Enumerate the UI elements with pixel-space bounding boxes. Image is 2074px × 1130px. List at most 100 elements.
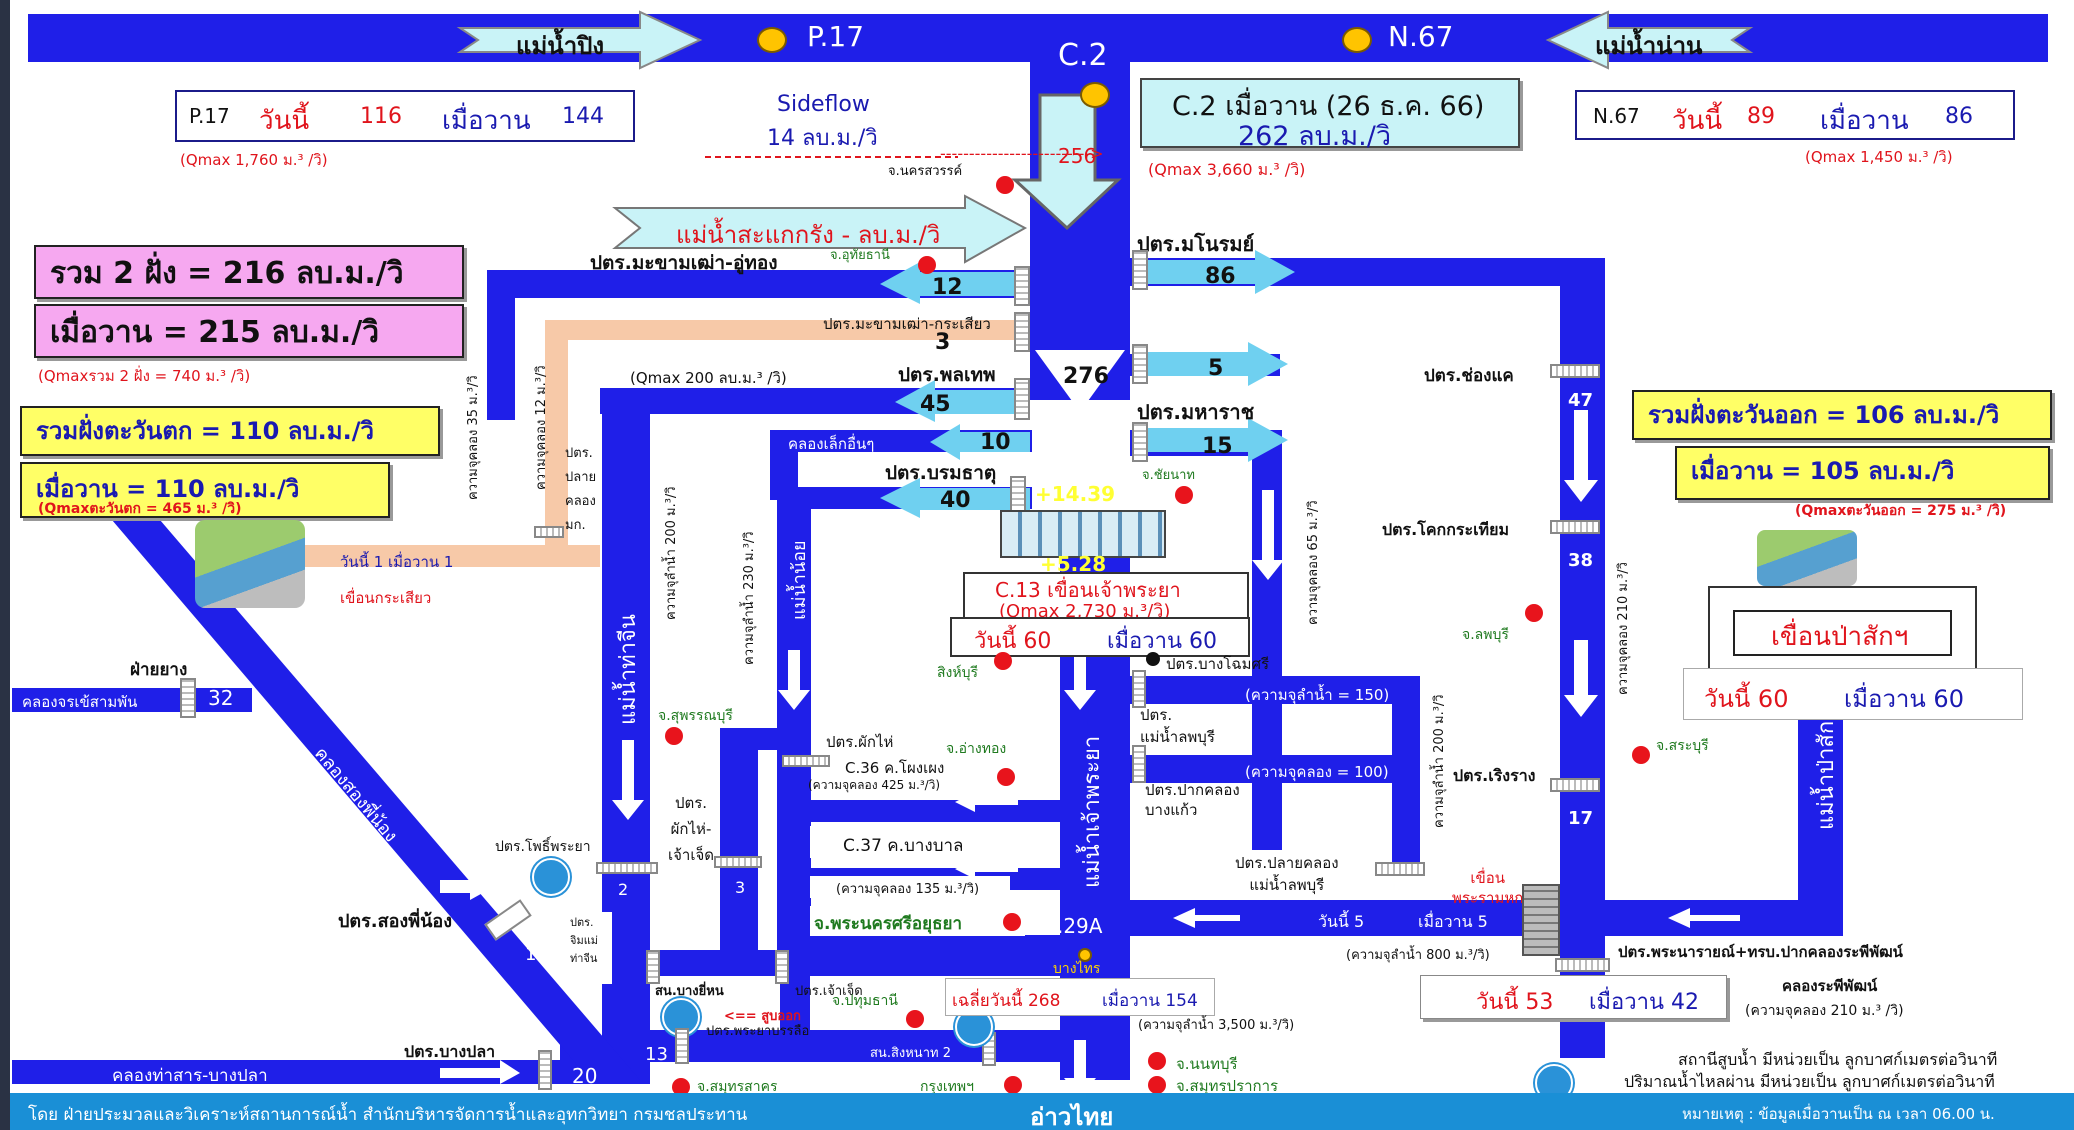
chorakhe-label: คลองจรเข้สามพัน: [22, 693, 138, 711]
rapi-phat-box: วันนี้ 53 เมื่อวาน 42: [1420, 975, 1727, 1019]
chainat-triangle: [1035, 350, 1125, 412]
n67-box: N.67 วันนี้ 89 เมื่อวาน 86: [1575, 90, 2015, 140]
tha-chin-cap-label: ความจุลำน้ำ 200 ม.³/วิ: [664, 486, 679, 620]
c29a-yesterday: เมื่อวาน 154: [1102, 991, 1198, 1011]
pho-phraya-flow: 2: [618, 880, 629, 899]
footer-credit: โดย ฝ่ายประมวลและวิเคราะห์สถานการณ์น้ำ ส…: [28, 1105, 748, 1125]
prov-chainat: จ.ชัยนาท: [1142, 468, 1195, 483]
khlong-lek-east-gate: [1132, 344, 1148, 384]
song-phi-nong-flow: 17: [525, 944, 548, 965]
pasak-values: วันนี้ 60 เมื่อวาน 60: [1683, 668, 2023, 720]
phonlathep-qmax: (Qmax 200 ลบ.ม.³ /วิ): [630, 369, 787, 387]
noi-cap-label: ความจุลำน้ำ 230 ม.³/วิ: [742, 531, 757, 665]
maharat-flow: 15: [1202, 434, 1233, 459]
c2-station-label: C.2: [1058, 38, 1108, 73]
sakae-krang-arrow: [612, 194, 1028, 264]
chainat-dot: [1175, 486, 1193, 504]
chainat-flow: 276: [1063, 364, 1109, 389]
arrow-40: [880, 478, 1030, 518]
pasak-river-label: แม่น้ำป่าสัก: [1814, 720, 1839, 830]
bangkok-dot: [1004, 1076, 1022, 1094]
p17-yesterday-value: 144: [562, 104, 604, 129]
phra-narai-gate: [1555, 958, 1610, 972]
chao-chet-gate: [775, 950, 789, 984]
chorakhe-flow: 32: [208, 686, 234, 710]
p17-today-label: วันนี้: [259, 106, 310, 136]
ayutthaya-bg: จ.พระนครศรีอยุธยา: [810, 906, 1025, 936]
cap-100: (ความจุคลอง = 100): [1245, 763, 1389, 781]
maharat-gate: [1132, 422, 1148, 462]
c2-arrow: [1011, 93, 1122, 231]
arrow-10: [930, 424, 1030, 460]
roeng-rang-label: ปตร.เริงราง: [1453, 766, 1536, 785]
arrow-5: [1148, 342, 1288, 386]
kra-siao-label: เขื่อนกระเสียว: [340, 589, 432, 607]
suphan-dot: [665, 727, 683, 745]
khok-kratiam-flow: 38: [1568, 550, 1594, 571]
rama-hok-label: เขื่อน พระรามหก: [1452, 869, 1524, 907]
p17-yesterday-label: เมื่อวาน: [442, 106, 531, 136]
phraya-banlue-gate: [675, 1028, 689, 1064]
p17-qmax: (Qmax 1,760 ม.³ /วิ): [180, 151, 328, 169]
bang-khon-gate: [1132, 670, 1146, 708]
footer-bar: โดย ฝ่ายประมวลและวิเคราะห์สถานการณ์น้ำ ส…: [10, 1093, 2074, 1130]
plai-khlong-mk-gate: [534, 526, 564, 538]
c29a-dot: [1078, 948, 1092, 962]
lopburi-dot: [1525, 604, 1543, 622]
cap-12-label: ความจุคลอง 12 ม.³/วิ: [534, 365, 549, 490]
khlong-lek-east-flow: 5: [1208, 356, 1224, 381]
both-banks-today: รวม 2 ฝั่ง = 216 ลบ.ม./วิ: [34, 245, 464, 299]
makham-krasiao-label: ปตร.มะขามเฒ่า-กระเสียว: [823, 315, 991, 333]
c2-qmax: (Qmax 3,660 ม.³ /วิ): [1148, 160, 1306, 179]
p17-code: P.17: [189, 104, 230, 128]
sideflow-value: 14 ลบ.ม./วิ: [767, 126, 878, 151]
legend-pump-note: สถานีสูบน้ำ มีหน่วยเป็น ลูกบาศก์เมตรต่อว…: [1678, 1050, 1998, 1069]
cap-35-label: ความจุคลอง 35 ม.³/วิ: [466, 375, 481, 500]
p17-today-value: 116: [360, 104, 402, 129]
phonlathep-flow: 45: [920, 392, 951, 417]
pak-khlong-gate: [1132, 745, 1146, 783]
arrow-12: [880, 262, 1030, 304]
chao-chet-label: ปตร.เจ้าเจ็ด: [795, 984, 863, 999]
pak-hai-gate: [782, 755, 830, 767]
dam-upstream-level: +14.39: [1035, 482, 1116, 506]
prov-sing-buri: สิงห์บุรี: [937, 665, 979, 681]
roeng-rang-gate: [1550, 778, 1600, 792]
c29a-label: C.29A: [1043, 914, 1103, 938]
khlong-lek-east-label: คลองเล็กอื่นๆ: [1305, 358, 1392, 376]
n67-station-label: N.67: [1388, 20, 1454, 53]
pak-hai-chet-flow: 3: [735, 878, 746, 897]
gulf-label: อ่าวไทย: [1030, 1103, 1114, 1130]
n67-yesterday-label: เมื่อวาน: [1820, 106, 1909, 136]
prov-saraburi: จ.สระบุรี: [1656, 738, 1709, 754]
lopburi-cap-label: ความจุลำน้ำ 200 ม.³/วิ: [1432, 694, 1447, 828]
bang-sai-label: บางไทร: [1053, 961, 1101, 977]
c36-cap: (ความจุคลอง 425 ม.³/วิ): [808, 778, 941, 792]
pak-khlong-label: ปตร.ปากคลอง บางแก้ว: [1145, 781, 1240, 819]
down-arrow-a: [1060, 432, 1100, 462]
dam-qmax: (Qmax 2,730 ม.³/วิ): [999, 601, 1171, 622]
roeng-rang-flow: 17: [1568, 808, 1594, 829]
bang-pla-flow: 20: [572, 1064, 598, 1088]
saraburi-dot: [1632, 746, 1650, 764]
cap-150: (ความจุลำน้ำ = 150): [1245, 686, 1390, 704]
bang-yi-hon-label: สน.บางยี่หน: [655, 984, 724, 999]
prov-ang-thong: จ.อ่างทอง: [946, 741, 1007, 757]
makham-krasiao-flow: 3: [935, 330, 951, 355]
song-phi-nong-canal: [112, 520, 640, 1080]
makham-uthong-flow: 12: [932, 275, 963, 300]
bang-khon-dot: [1146, 652, 1160, 666]
kra-siao-dam-icon: [195, 520, 305, 608]
pasak-dam-icon: [1757, 530, 1857, 586]
chorakhe-gate: [180, 678, 196, 718]
arrow-15: [1148, 418, 1288, 462]
chim-label: ปตร. จิมแม่ ท่าจีน: [570, 916, 599, 965]
arrow-86: [1148, 250, 1295, 294]
p17-station-label: P.17: [807, 20, 865, 53]
prov-ayutthaya: จ.พระนครศรีอยุธยา: [814, 914, 962, 934]
plai-khlong-label: ปตร.ปลายคลอง แม่น้ำลพบุรี: [1235, 854, 1339, 894]
samut-sakhon-dot: [672, 1078, 690, 1096]
c2-flow: 256: [1058, 144, 1097, 168]
n67-station-dot: [1342, 27, 1372, 53]
chong-khae-gate: [1550, 364, 1600, 378]
